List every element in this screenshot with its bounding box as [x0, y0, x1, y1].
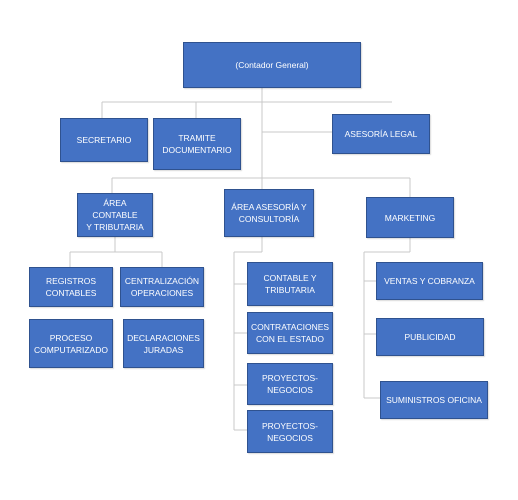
- node-contador-general: (Contador General): [183, 42, 361, 88]
- node-ventas-cobranza: VENTAS Y COBRANZA: [376, 262, 483, 300]
- node-proyectos-negocios-1: PROYECTOS- NEGOCIOS: [247, 363, 333, 405]
- node-registros-contables: REGISTROS CONTABLES: [29, 267, 113, 307]
- node-declaraciones-juradas: DECLARACIONES JURADAS: [123, 319, 204, 368]
- node-secretario: SECRETARIO: [60, 118, 148, 162]
- node-publicidad: PUBLICIDAD: [376, 318, 484, 356]
- node-asesoria-legal: ASESORÍA LEGAL: [332, 114, 430, 154]
- node-suministros-oficina: SUMINISTROS OFICINA: [380, 381, 488, 419]
- node-contrataciones-estado: CONTRATACIONES CON EL ESTADO: [247, 312, 333, 354]
- node-proceso-computarizado: PROCESO COMPUTARIZADO: [29, 319, 113, 368]
- node-marketing: MARKETING: [366, 197, 454, 238]
- node-area-asesoria-consultoria: ÁREA ASESORÍA Y CONSULTORÍA: [224, 189, 314, 237]
- node-contable-tributaria: CONTABLE Y TRIBUTARIA: [247, 262, 333, 306]
- node-tramite-documentario: TRAMITE DOCUMENTARIO: [153, 118, 241, 170]
- node-centralizacion-operaciones: CENTRALIZACIÓN OPERACIONES: [120, 267, 204, 307]
- node-proyectos-negocios-2: PROYECTOS- NEGOCIOS: [247, 410, 333, 453]
- node-area-contable-tributaria: ÁREA CONTABLE Y TRIBUTARIA: [77, 193, 153, 237]
